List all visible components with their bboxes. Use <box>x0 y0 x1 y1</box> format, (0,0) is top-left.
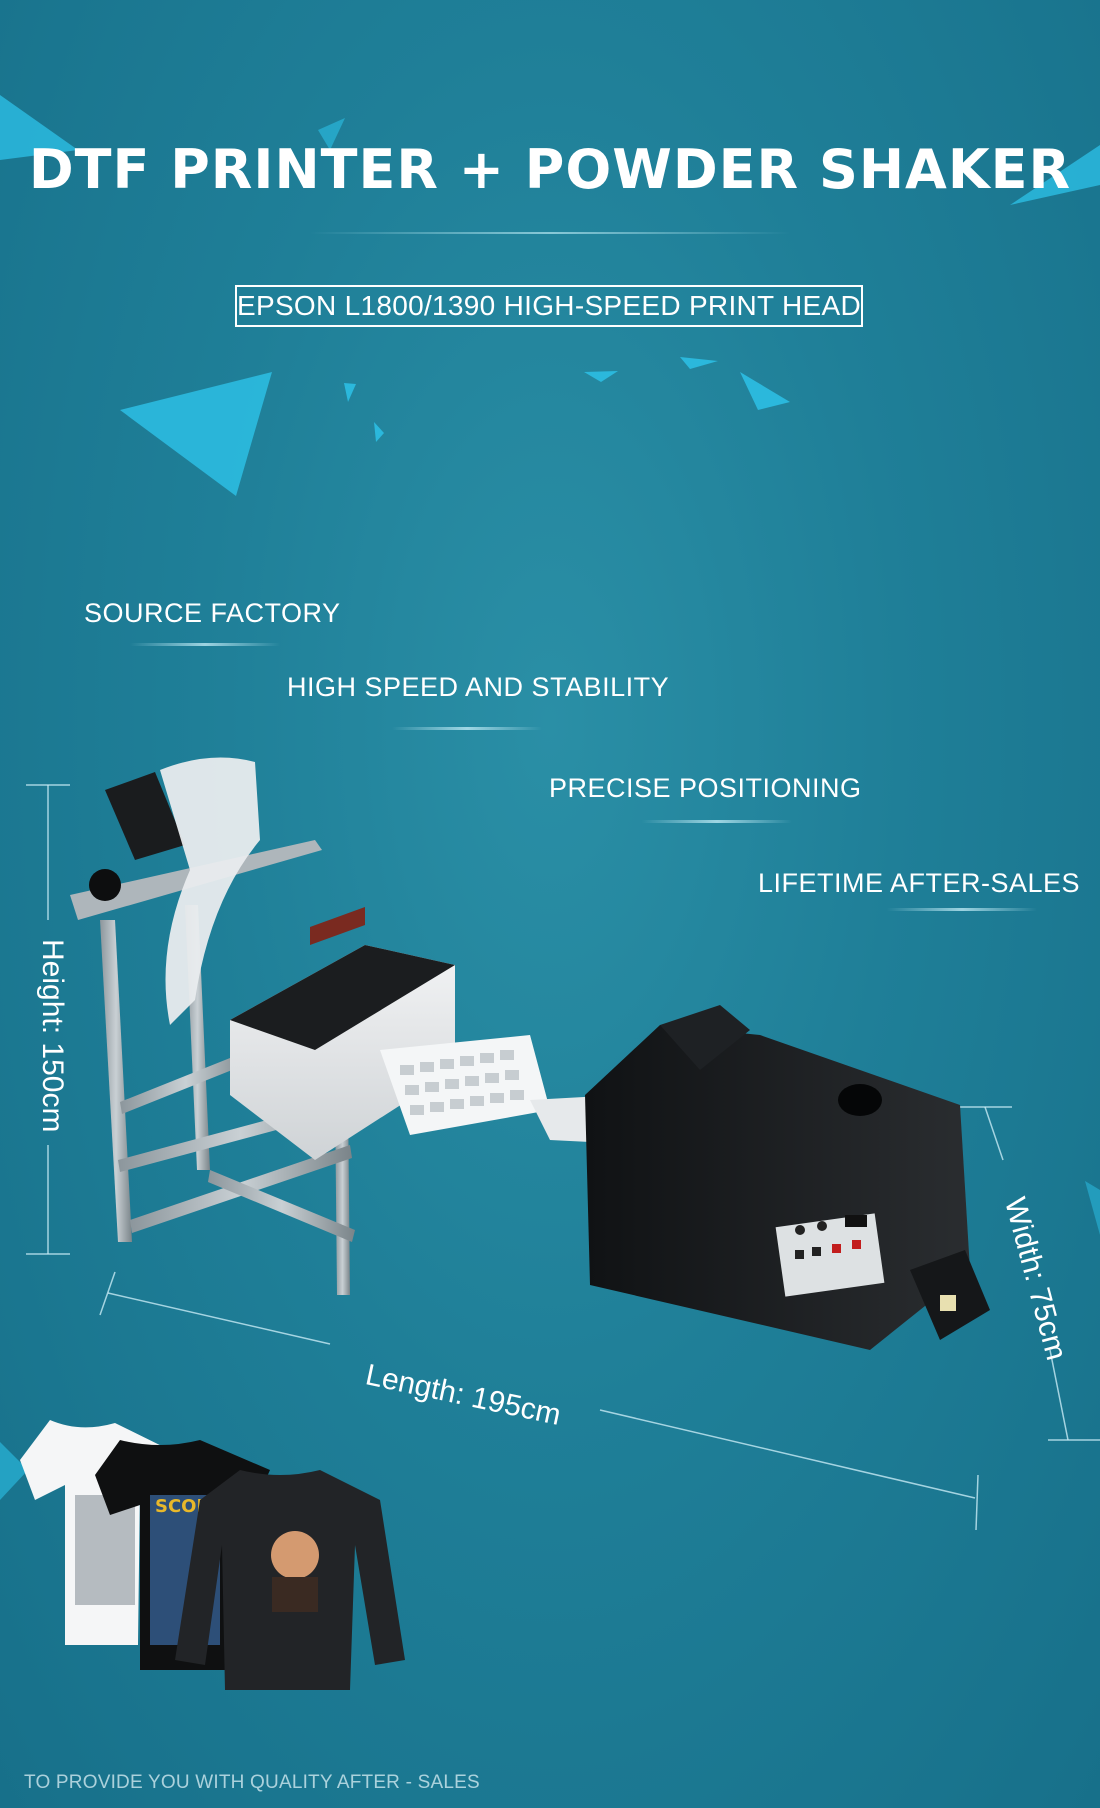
printed-garments-image: SCORPIO <box>20 1420 405 1690</box>
sweatshirt-print-face <box>271 1531 319 1579</box>
transfer-film <box>160 757 260 1025</box>
triangle-mid-2 <box>680 357 718 369</box>
printed-designs <box>400 1050 524 1115</box>
print-head-badge: EPSON L1800/1390 HIGH-SPEED PRINT HEAD <box>235 285 863 327</box>
feature-divider <box>887 908 1037 911</box>
shaker-top-hood <box>660 1005 750 1070</box>
powder-shaker-body <box>585 1025 970 1350</box>
footer-tagline: TO PROVIDE YOU WITH QUALITY AFTER - SALE… <box>24 1772 480 1793</box>
dimension-lines <box>26 784 1100 1530</box>
triangle-tiny-2 <box>374 422 384 442</box>
feature-source-factory: SOURCE FACTORY <box>84 598 341 628</box>
feature-lifetime-after-sales: LIFETIME AFTER-SALES <box>758 868 1081 898</box>
triangle-big-left <box>120 372 272 496</box>
triangle-left-lower <box>0 1442 28 1500</box>
feature-divider <box>392 727 542 730</box>
printer-top <box>230 945 455 1050</box>
feature-high-speed: HIGH SPEED AND STABILITY <box>287 672 670 702</box>
background-triangles-lower <box>0 1181 1100 1500</box>
printer-vent <box>310 906 365 946</box>
roller-label <box>940 1295 956 1311</box>
shaker-exhaust-port <box>838 1084 882 1116</box>
title-divider <box>310 232 790 234</box>
background-triangles <box>0 95 1100 496</box>
triangle-mid-3 <box>740 372 790 410</box>
sweatshirt-print-body <box>272 1577 318 1612</box>
feature-divider <box>130 643 280 646</box>
triangle-top-right <box>1010 145 1100 205</box>
feature-divider <box>642 820 792 823</box>
temperature-display <box>845 1215 867 1227</box>
white-tshirt-print <box>75 1495 135 1605</box>
film-roll-holder <box>105 772 185 860</box>
triangle-tiny-1 <box>344 383 356 402</box>
page-title: DTF PRINTER + POWDER SHAKER <box>28 138 1072 201</box>
triangle-top-left-small <box>318 118 345 150</box>
feature-precise-positioning: PRECISE POSITIONING <box>549 773 862 803</box>
triangle-top-left <box>0 95 78 160</box>
triangle-right-edge <box>1085 1181 1100 1235</box>
dtf-printer-and-powder-shaker-image <box>70 757 990 1350</box>
roll-knob <box>89 869 121 901</box>
shaker-control-panel <box>775 1213 885 1297</box>
control-buttons <box>795 1221 861 1259</box>
triangle-mid-1 <box>584 371 618 382</box>
